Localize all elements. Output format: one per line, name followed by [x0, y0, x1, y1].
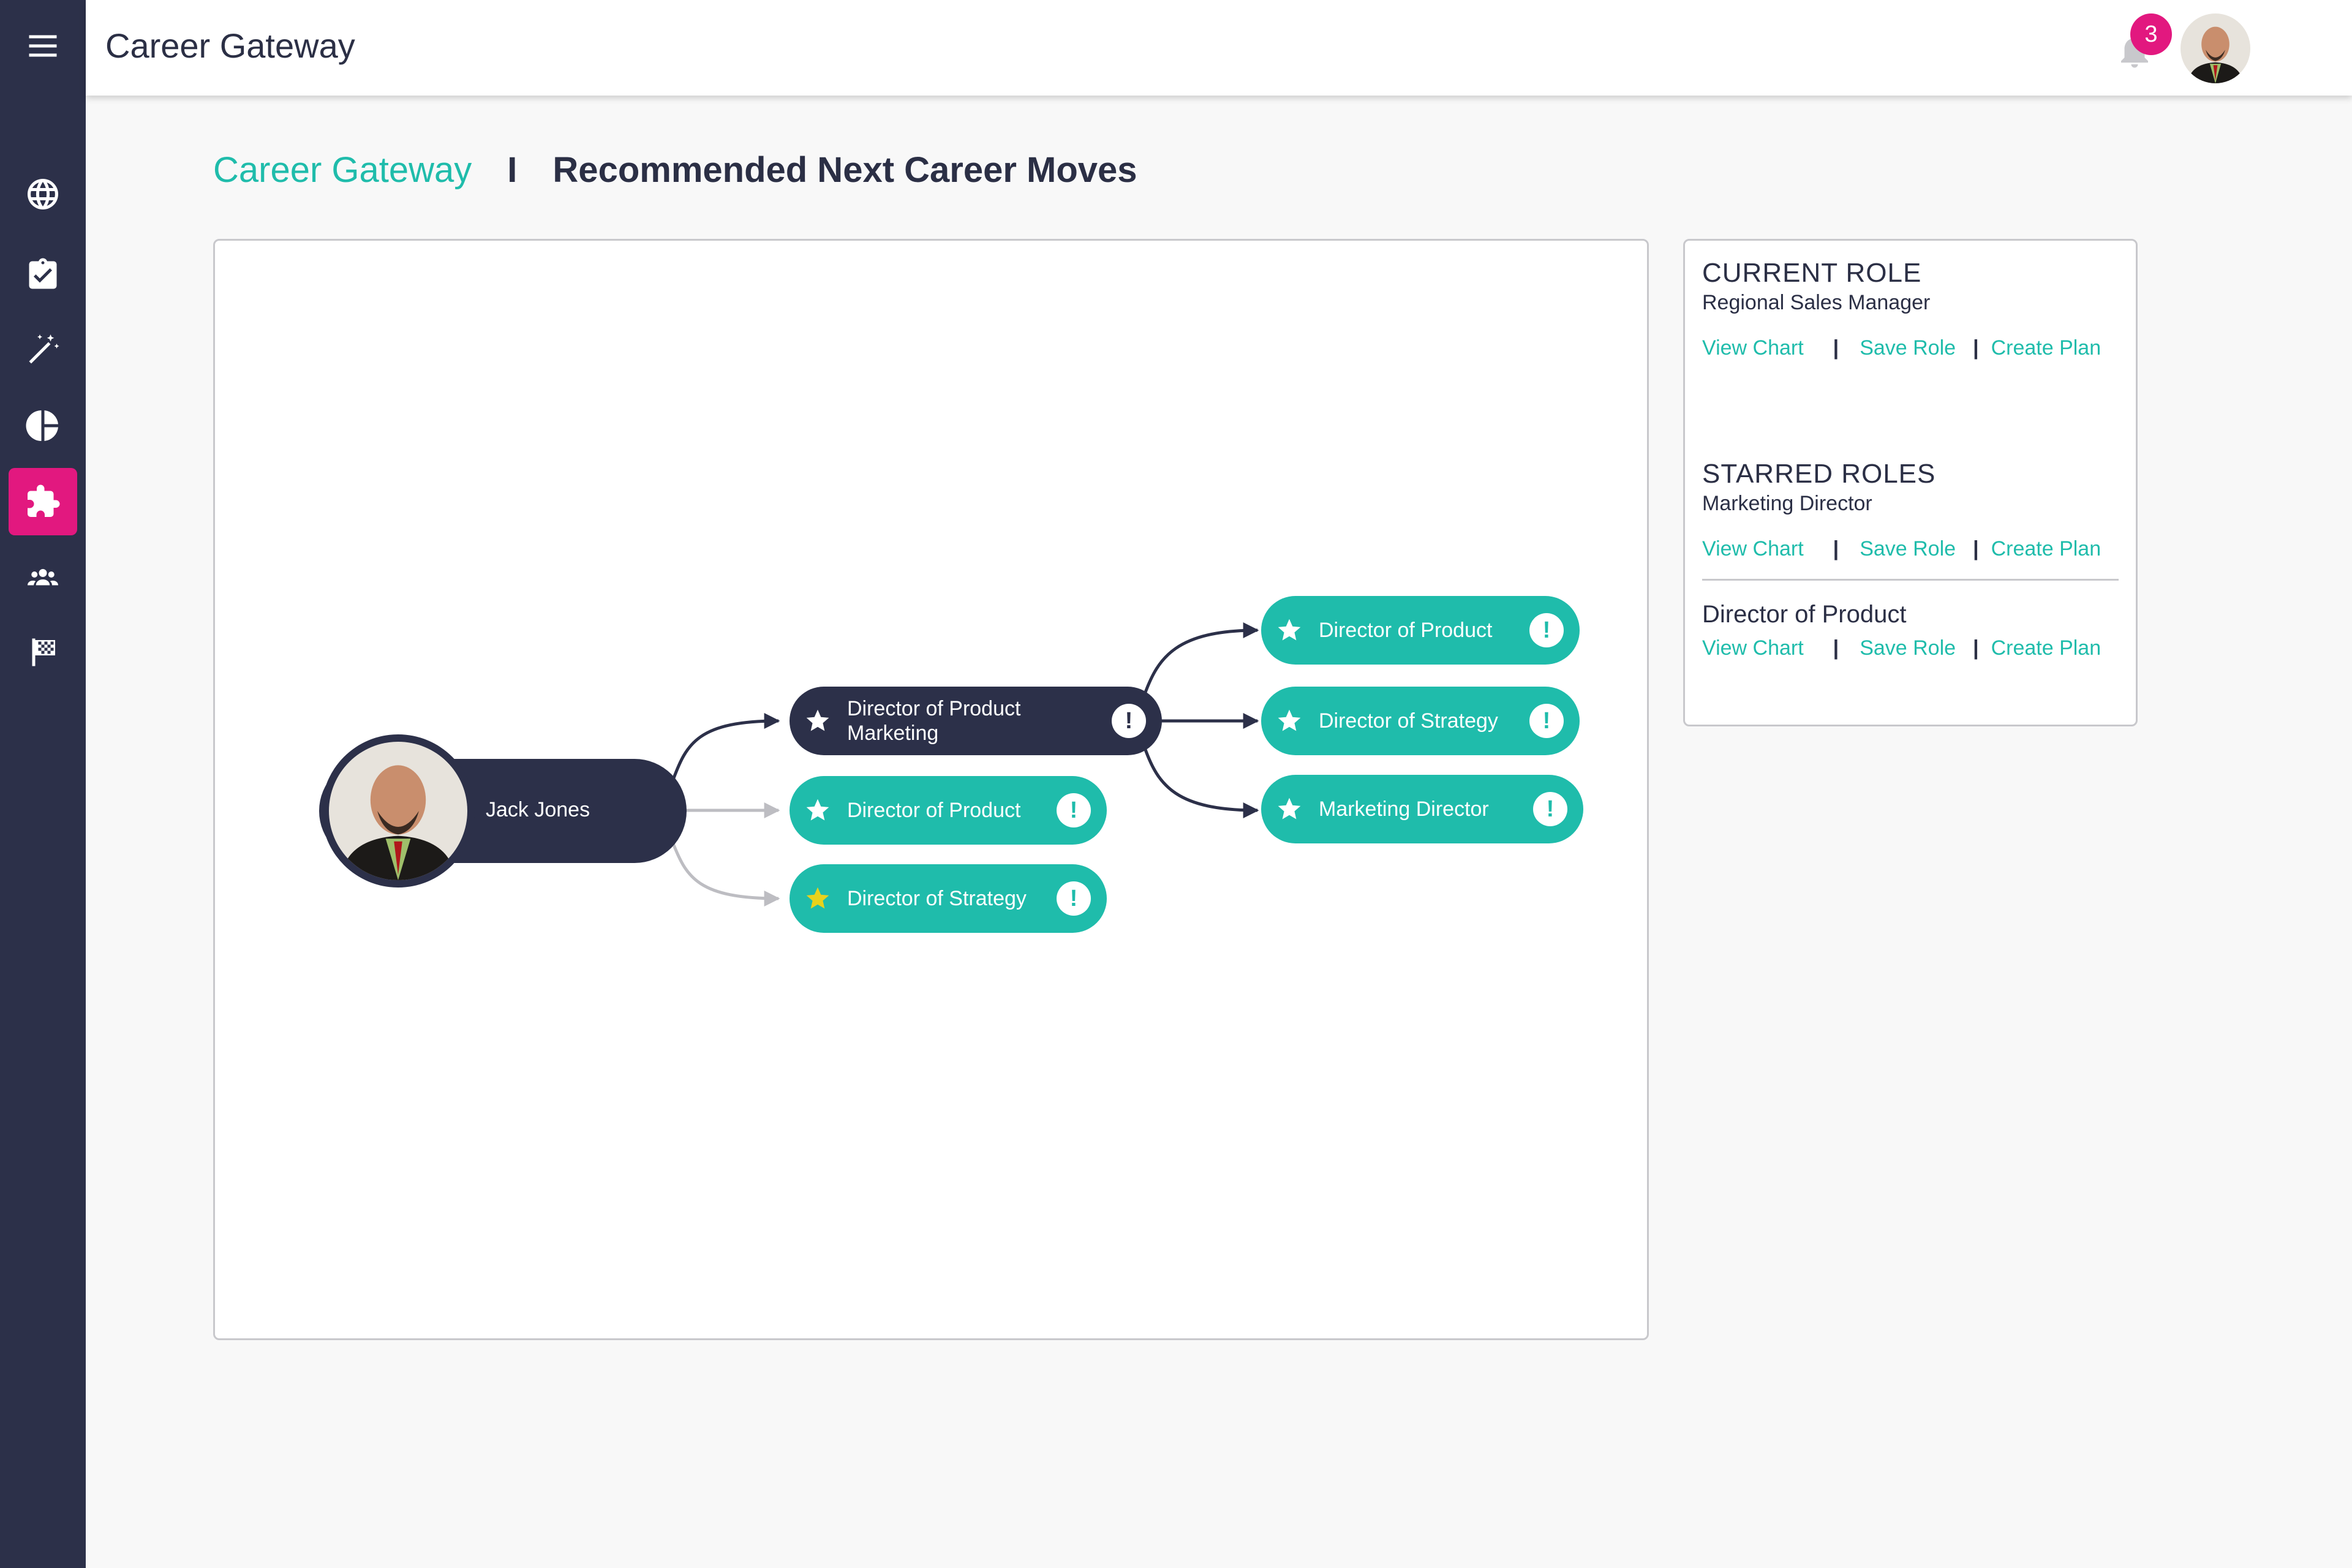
starred-role-actions: View Chart | Save Role | Create Plan: [1702, 537, 2101, 561]
create-plan-link[interactable]: Create Plan: [1991, 636, 2101, 660]
career-node-marketing-director[interactable]: Marketing Director !: [1261, 775, 1583, 843]
save-role-link[interactable]: Save Role: [1860, 537, 1956, 560]
people-icon[interactable]: [9, 544, 77, 611]
link-separator: |: [1833, 636, 1839, 660]
link-separator: |: [1833, 537, 1839, 560]
puzzle-icon[interactable]: [9, 468, 77, 535]
starred-roles-heading: STARRED ROLES: [1702, 459, 1936, 489]
link-separator: |: [1973, 636, 1979, 660]
pie-chart-icon[interactable]: [9, 392, 77, 459]
starred-star-icon[interactable]: [804, 885, 831, 912]
career-node-director-of-strategy-2[interactable]: Director of Strategy !: [1261, 687, 1580, 755]
career-node-label: Marketing Director: [1319, 797, 1489, 821]
create-plan-link[interactable]: Create Plan: [1991, 537, 2101, 560]
breadcrumb-root-link[interactable]: Career Gateway: [213, 150, 472, 190]
career-node-label: Director of Strategy: [1319, 709, 1498, 733]
starred-role-name: Marketing Director: [1702, 492, 1872, 515]
sidebar: [0, 0, 86, 1568]
create-plan-link[interactable]: Create Plan: [1991, 336, 2101, 360]
alert-icon[interactable]: !: [1529, 613, 1564, 647]
star-icon[interactable]: [1276, 707, 1303, 734]
current-role-heading: CURRENT ROLE: [1702, 258, 1922, 288]
app-title: Career Gateway: [105, 26, 355, 65]
selected-role-name: Director of Product: [1702, 601, 1907, 628]
career-node-director-of-strategy[interactable]: Director of Strategy !: [790, 864, 1107, 933]
career-node-label: Director of Strategy: [847, 887, 1027, 910]
flag-icon[interactable]: [9, 619, 77, 686]
career-connector-lines: [671, 622, 1259, 907]
star-icon[interactable]: [804, 797, 831, 824]
career-node-label: Director of Product: [847, 799, 1021, 822]
alert-icon[interactable]: !: [1057, 881, 1091, 916]
user-avatar[interactable]: [2180, 13, 2250, 83]
person-avatar: [322, 734, 475, 888]
notification-badge[interactable]: 3: [2130, 13, 2172, 55]
selected-role-actions: View Chart | Save Role | Create Plan: [1702, 636, 2101, 660]
career-node-director-of-product[interactable]: Director of Product !: [790, 776, 1107, 845]
breadcrumb: Career Gateway I Recommended Next Career…: [213, 149, 1137, 190]
alert-icon[interactable]: !: [1057, 793, 1091, 827]
link-separator: |: [1833, 336, 1839, 360]
panel-divider: [1702, 579, 2119, 581]
top-bar: Career Gateway: [86, 0, 2352, 96]
alert-icon[interactable]: !: [1529, 704, 1564, 738]
view-chart-link[interactable]: View Chart: [1702, 636, 1804, 660]
career-node-label: Director of Product Marketing: [847, 697, 1021, 745]
career-node-director-of-product-marketing[interactable]: Director of Product Marketing !: [790, 687, 1162, 755]
current-role-name: Regional Sales Manager: [1702, 291, 1931, 314]
alert-icon[interactable]: !: [1112, 704, 1146, 738]
save-role-link[interactable]: Save Role: [1860, 636, 1956, 660]
career-node-director-of-product-2[interactable]: Director of Product !: [1261, 596, 1580, 665]
link-separator: |: [1973, 336, 1979, 360]
view-chart-link[interactable]: View Chart: [1702, 537, 1804, 560]
star-icon[interactable]: [1276, 796, 1303, 823]
magic-wand-icon[interactable]: [9, 316, 77, 383]
view-chart-link[interactable]: View Chart: [1702, 336, 1804, 360]
career-chart-panel: Jack Jones Director of Product Marketing…: [213, 239, 1649, 1340]
career-node-label: Director of Product: [1319, 619, 1493, 642]
save-role-link[interactable]: Save Role: [1860, 336, 1956, 360]
globe-icon[interactable]: [9, 160, 77, 228]
menu-icon[interactable]: [9, 12, 77, 80]
person-name: Jack Jones: [486, 798, 590, 821]
clipboard-check-icon[interactable]: [9, 241, 77, 309]
link-separator: |: [1973, 537, 1979, 560]
page-title: Recommended Next Career Moves: [552, 150, 1137, 190]
alert-icon[interactable]: !: [1533, 792, 1567, 826]
star-icon[interactable]: [804, 707, 831, 734]
breadcrumb-separator: I: [507, 150, 518, 190]
star-icon[interactable]: [1276, 617, 1303, 644]
role-info-panel: CURRENT ROLE Regional Sales Manager View…: [1683, 239, 2138, 726]
current-role-actions: View Chart | Save Role | Create Plan: [1702, 336, 2101, 360]
